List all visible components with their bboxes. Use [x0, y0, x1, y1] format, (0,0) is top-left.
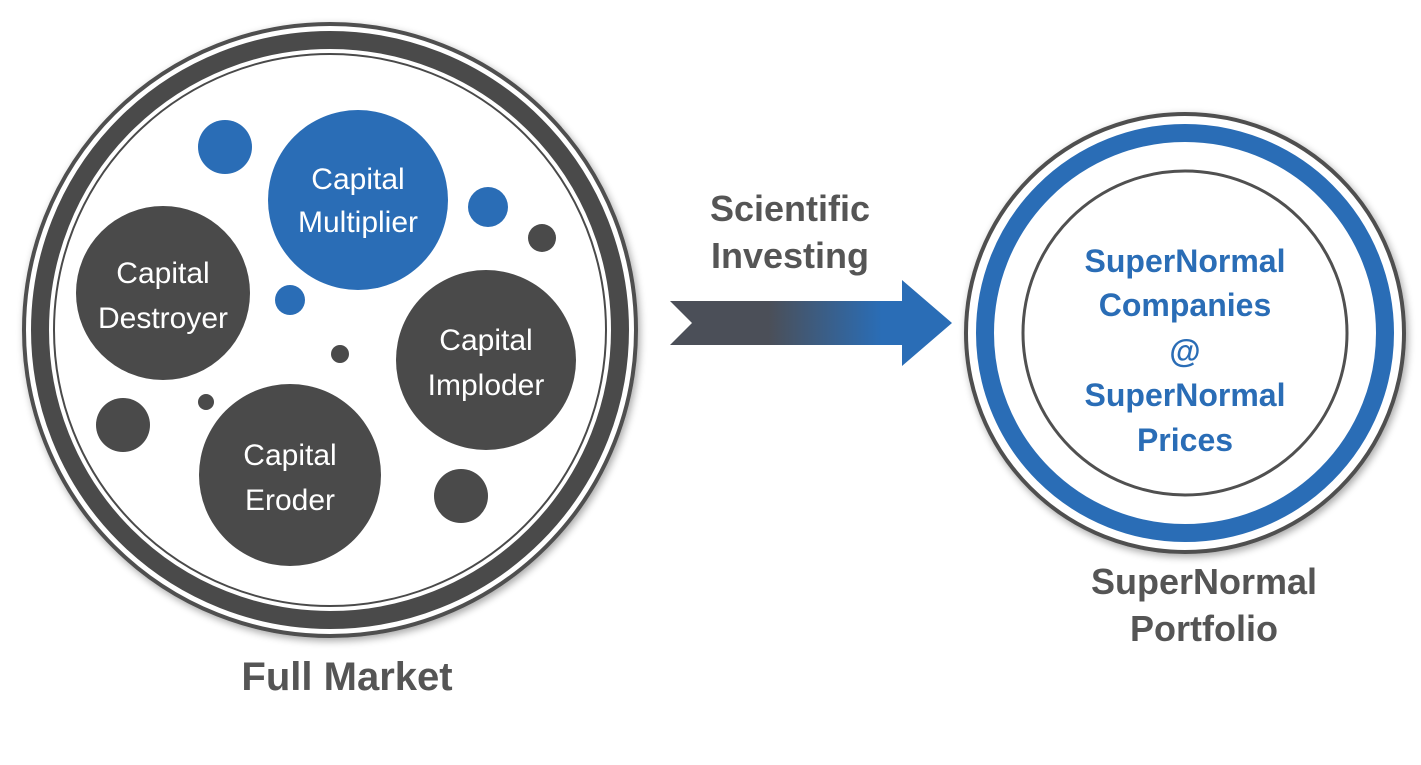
- full-market-group: Capital Multiplier Capital Destroyer Cap…: [22, 22, 638, 699]
- arrow-label-line-2: Investing: [711, 235, 869, 276]
- capital-destroyer-bubble: Capital Destroyer: [76, 206, 250, 380]
- capital-multiplier-circle: [268, 110, 448, 290]
- portfolio-inner-line-3: @: [1169, 333, 1200, 369]
- small-blue-dot: [275, 285, 305, 315]
- small-blue-dot: [468, 187, 508, 227]
- capital-eroder-bubble: Capital Eroder: [199, 384, 381, 566]
- arrow-shape: [670, 280, 952, 366]
- small-blue-dot: [198, 120, 252, 174]
- capital-multiplier-label-line-2: Multiplier: [298, 206, 418, 239]
- capital-imploder-bubble: Capital Imploder: [396, 270, 576, 450]
- small-gray-dot: [198, 394, 214, 410]
- capital-multiplier-label-line-1: Capital: [311, 163, 404, 196]
- capital-destroyer-circle: [76, 206, 250, 380]
- portfolio-inner-ring: [1021, 169, 1349, 497]
- portfolio-inner-line-5: Prices: [1137, 422, 1233, 458]
- full-market-inner-ring: [53, 53, 607, 607]
- portfolio-inner-line-2: Companies: [1099, 287, 1271, 323]
- small-gray-dot: [331, 345, 349, 363]
- capital-imploder-label-line-1: Capital: [439, 324, 532, 357]
- capital-multiplier-bubble: Capital Multiplier: [268, 110, 448, 290]
- portfolio-caption-line-2: Portfolio: [1130, 608, 1278, 649]
- arrow-label-line-1: Scientific: [710, 188, 870, 229]
- capital-eroder-label-line-1: Capital: [243, 439, 336, 472]
- portfolio-inner-line-4: SuperNormal: [1085, 377, 1286, 413]
- capital-destroyer-label-line-1: Capital: [116, 257, 209, 290]
- full-market-caption: Full Market: [241, 655, 452, 699]
- capital-imploder-label-line-2: Imploder: [428, 369, 545, 402]
- portfolio-caption-line-1: SuperNormal: [1091, 561, 1317, 602]
- small-gray-dot: [434, 469, 488, 523]
- capital-eroder-label-line-2: Eroder: [245, 484, 335, 517]
- portfolio-inner-line-1: SuperNormal: [1085, 243, 1286, 279]
- capital-destroyer-label-line-2: Destroyer: [98, 302, 228, 335]
- capital-eroder-circle: [199, 384, 381, 566]
- small-gray-dot: [96, 398, 150, 452]
- capital-imploder-circle: [396, 270, 576, 450]
- scientific-investing-arrow-group: Scientific Investing: [670, 188, 952, 366]
- supernormal-portfolio-group: SuperNormal Companies @ SuperNormal Pric…: [964, 112, 1406, 649]
- small-gray-dot: [528, 224, 556, 252]
